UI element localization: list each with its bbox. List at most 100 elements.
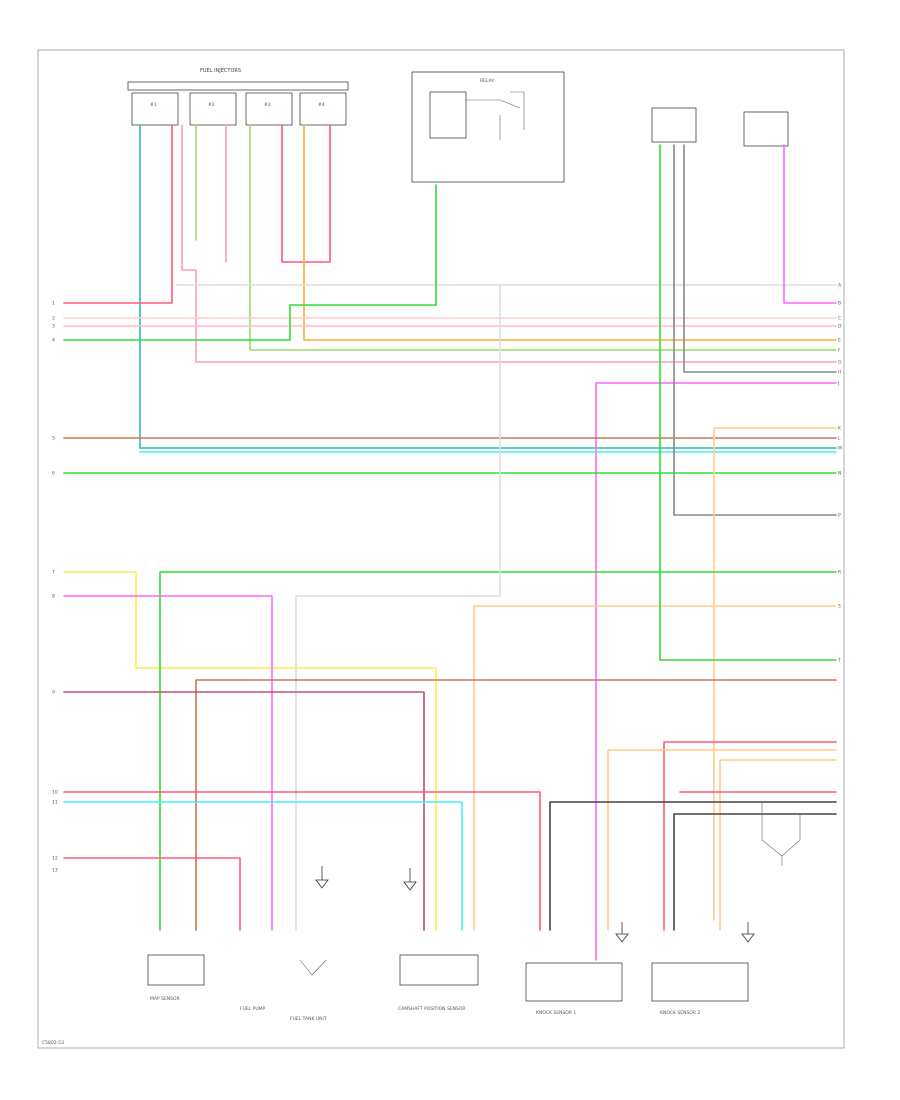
relay-box: RELAY <box>411 71 565 183</box>
wire-green-relay <box>63 184 437 341</box>
right-pin-label: M <box>838 446 842 452</box>
wire-brown-lower <box>195 679 837 931</box>
splice-ground <box>761 802 801 866</box>
wire-teal-inj1 <box>139 124 837 449</box>
relay-box-outline <box>411 71 565 183</box>
wire-darkgray-1 <box>549 801 837 931</box>
wire-pink-inj1 <box>181 124 837 363</box>
injector-4-connector <box>299 92 347 126</box>
wire-red-bottom-right <box>663 741 837 931</box>
wire-red-inj1 <box>63 124 173 304</box>
diagram-frame <box>37 49 845 1049</box>
wires-top-injectors <box>63 124 837 449</box>
component-fuel-pump-label: FUEL PUMP <box>240 1006 266 1012</box>
right-pin-label: G <box>838 360 842 366</box>
wire-violet-right <box>783 144 837 304</box>
wire-red-map <box>63 857 241 931</box>
ground-symbol-1 <box>315 866 329 889</box>
left-pin-label: 3 <box>52 324 55 330</box>
right-pin-label: C <box>838 316 841 322</box>
wire-tan-right <box>713 427 837 921</box>
right-pin-label: R <box>838 570 841 576</box>
injector-1-connector <box>131 92 179 126</box>
right-pin-label: N <box>838 471 841 477</box>
wire-gray-right <box>683 144 837 373</box>
wire-violet-lower <box>63 595 273 931</box>
right-pin-label: P <box>838 513 841 519</box>
right-pin-label: E <box>838 338 841 344</box>
injector-3-label: #3 <box>264 102 271 108</box>
wire-green-lower <box>159 571 837 931</box>
left-pin-label: 4 <box>52 338 55 344</box>
wire-darkgray-2 <box>673 813 837 931</box>
left-pin-label: 12 <box>52 856 58 862</box>
top-right-connector-1 <box>651 107 697 143</box>
component-map-sensor-label: MAP SENSOR <box>150 996 180 1002</box>
component-knock-2 <box>651 962 749 1002</box>
wire-tan-bottom-2 <box>719 759 837 931</box>
wire-orange-inj4 <box>303 124 837 341</box>
wire-cyan-bottom <box>63 801 463 931</box>
ground-symbol-4 <box>741 922 755 943</box>
component-knock-1 <box>525 962 623 1002</box>
ground-symbol-3 <box>615 922 629 943</box>
ground-symbol-2 <box>403 868 417 891</box>
relay-switch <box>466 99 521 140</box>
wire-tan-lower <box>473 605 837 931</box>
wire-violet-long <box>595 382 837 961</box>
relay-coil <box>429 91 467 139</box>
relay-box-label: RELAY <box>480 78 494 84</box>
left-pin-label: 5 <box>52 436 55 442</box>
left-pin-label: 11 <box>52 800 58 806</box>
right-pin-label: H <box>838 370 841 376</box>
right-pin-label: D <box>838 324 842 330</box>
wire-green-inj3 <box>249 124 837 351</box>
wire-green-right <box>659 144 837 661</box>
injector-1-label: #1 <box>150 102 157 108</box>
injector-2-label: #2 <box>208 102 215 108</box>
wire-tan-bottom <box>607 749 837 931</box>
wire-red-inj3 <box>281 124 331 263</box>
left-pin-label: 8 <box>52 594 55 600</box>
right-pin-label: F <box>838 348 841 354</box>
wires-upper-bus <box>63 144 837 961</box>
left-pin-label: 13 <box>52 868 58 874</box>
component-fuel-tank-label: FUEL TANK UNIT <box>290 1016 327 1022</box>
component-knock-1-label: KNOCK SENSOR 1 <box>536 1010 576 1016</box>
left-pin-label: 6 <box>52 471 55 477</box>
injector-3-connector <box>245 92 293 126</box>
right-pin-label: B <box>838 301 841 307</box>
right-pin-label: S <box>838 604 841 610</box>
right-pin-label: K <box>838 426 842 432</box>
right-pin-label: T <box>837 658 841 664</box>
right-pin-label: A <box>838 283 842 289</box>
wires-lower-bus <box>63 144 837 931</box>
injector-4-label: #4 <box>318 102 325 108</box>
injector-header-box <box>127 81 349 91</box>
component-map-sensor <box>147 954 205 986</box>
relay-contact <box>510 91 525 130</box>
left-pin-label: 7 <box>52 570 55 576</box>
fuel-tank-switch <box>299 959 327 976</box>
component-knock-2-label: KNOCK SENSOR 2 <box>660 1010 700 1016</box>
wire-yellow <box>63 571 437 931</box>
bottom-components: MAP SENSOR FUEL PUMP FUEL TANK UNIT CAMS… <box>147 866 755 1022</box>
page-code: C5802-53 <box>42 1040 64 1046</box>
component-cam-sensor-label: CAMSHAFT POSITION SENSOR <box>398 1006 466 1012</box>
wire-maroon <box>63 691 425 931</box>
left-pin-label: 2 <box>52 316 55 322</box>
right-pin-label: L <box>838 436 841 442</box>
left-pin-label: 10 <box>52 790 58 796</box>
injector-2-connector <box>189 92 237 126</box>
component-cam-sensor <box>399 954 479 986</box>
top-right-connector-2 <box>743 111 789 147</box>
wires-middle-bus <box>63 144 837 921</box>
injector-group-title: FUEL INJECTORS <box>200 68 241 74</box>
wire-white-lower <box>295 284 501 931</box>
left-pin-label: 9 <box>52 690 55 696</box>
left-pin-label: 1 <box>52 301 55 307</box>
injector-connector-group: FUEL INJECTORS #1 #2 #3 #4 <box>127 68 349 126</box>
